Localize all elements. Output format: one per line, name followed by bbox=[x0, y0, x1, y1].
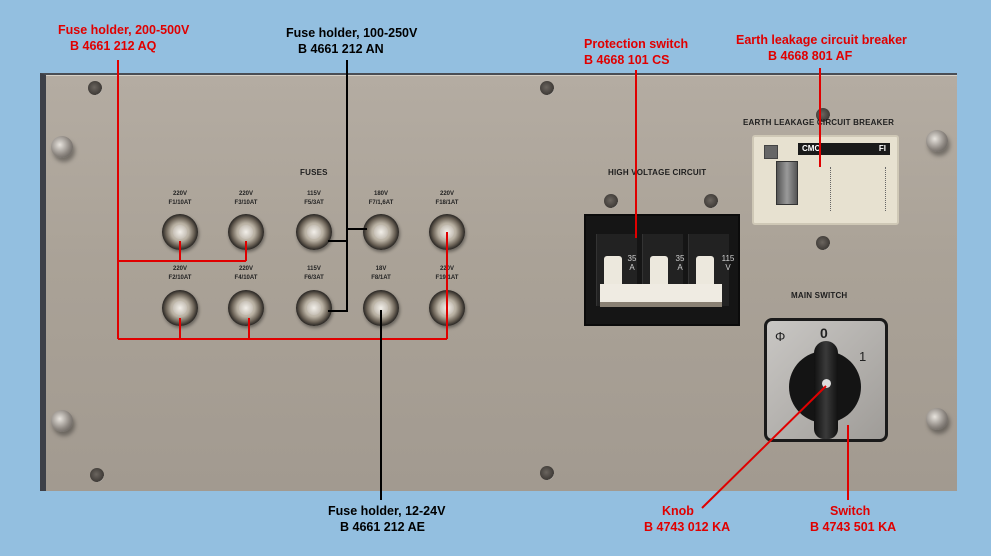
fuse-label: 220V F3/10AT bbox=[221, 190, 271, 208]
test-button[interactable] bbox=[764, 145, 778, 159]
fuse-rating: F8/1AT bbox=[371, 275, 391, 281]
callout-part: B 4668 801 AF bbox=[768, 49, 853, 63]
fuse-rating: F18/1AT bbox=[435, 200, 459, 206]
panel-screw bbox=[51, 136, 73, 158]
panel-screw bbox=[51, 410, 73, 432]
breaker-tie-bar bbox=[600, 284, 722, 307]
elcb-brand: CMC bbox=[802, 144, 821, 153]
mounting-hole bbox=[604, 194, 618, 208]
callout-part: B 4668 101 CS bbox=[584, 53, 670, 67]
mounting-hole bbox=[540, 81, 554, 95]
elcb-wiring-diagram bbox=[830, 167, 886, 211]
pole-amps: 35 bbox=[675, 254, 685, 263]
fuse-label: 115V F5/3AT bbox=[289, 190, 339, 208]
earth-leakage-heading: EARTH LEAKAGE CIRCUIT BREAKER bbox=[743, 118, 895, 127]
fuse-rating: F4/10AT bbox=[234, 275, 258, 281]
breaker-toggle[interactable] bbox=[650, 256, 668, 292]
callout-part: B 4661 212 AE bbox=[340, 520, 426, 534]
callout-title: Fuse holder, 200-500V bbox=[58, 23, 190, 37]
callout-part: B 4743 501 KA bbox=[810, 520, 897, 534]
callout-title: Earth leakage circuit breaker bbox=[736, 33, 907, 47]
callout-knob: Knob B 4743 012 KA bbox=[644, 503, 730, 535]
fuse-voltage: 115V bbox=[307, 266, 321, 272]
fuse-label: 115V F6/3AT bbox=[289, 265, 339, 283]
mounting-hole bbox=[540, 466, 554, 480]
callout-part: B 4661 212 AQ bbox=[70, 39, 157, 53]
elcb-toggle[interactable] bbox=[776, 161, 798, 205]
callout-part: B 4661 212 AN bbox=[298, 42, 384, 56]
callout-part: B 4743 012 KA bbox=[644, 520, 731, 534]
fuse-voltage: 18V bbox=[375, 266, 387, 272]
knob-screw bbox=[822, 379, 831, 388]
fuse-label: 220V F1/10AT bbox=[155, 190, 205, 208]
mounting-hole bbox=[90, 468, 104, 482]
high-voltage-heading: HIGH VOLTAGE CIRCUIT bbox=[608, 168, 707, 177]
callout-fuse-100-250: Fuse holder, 100-250V B 4661 212 AN bbox=[286, 25, 417, 57]
fuse-label: 220V F4/10AT bbox=[221, 265, 271, 283]
pole-unit: V bbox=[725, 263, 731, 272]
callout-title: Protection switch bbox=[584, 37, 689, 51]
callout-line-fuse-100-250 bbox=[328, 60, 348, 312]
callout-line-knob bbox=[701, 385, 827, 509]
fuses-heading: FUSES bbox=[300, 168, 328, 177]
fuse-rating: F7/1,6AT bbox=[368, 200, 394, 206]
fuse-holder[interactable] bbox=[296, 214, 332, 250]
fuse-holder[interactable] bbox=[363, 214, 399, 250]
panel-screw bbox=[926, 130, 948, 152]
callout-title: Fuse holder, 12-24V bbox=[328, 504, 446, 518]
fuse-voltage: 220V bbox=[238, 266, 253, 272]
main-switch-heading: MAIN SWITCH bbox=[791, 291, 848, 300]
fuse-rating: F1/10AT bbox=[168, 200, 192, 206]
callout-fuse-200-500: Fuse holder, 200-500V B 4661 212 AQ bbox=[58, 22, 189, 54]
panel-screw bbox=[926, 408, 948, 430]
breaker-toggle[interactable] bbox=[604, 256, 622, 292]
position-on: 1 bbox=[859, 349, 867, 364]
pole-amps: 115 bbox=[721, 254, 735, 263]
fuse-voltage: 180V bbox=[373, 191, 388, 197]
fuse-label: 18V F8/1AT bbox=[356, 265, 406, 283]
fuse-label: 220V F18/1AT bbox=[422, 190, 472, 208]
fuse-holder[interactable] bbox=[296, 290, 332, 326]
fuse-voltage: 220V bbox=[172, 191, 187, 197]
callout-protection-switch: Protection switch B 4668 101 CS bbox=[584, 36, 688, 68]
breaker-toggle[interactable] bbox=[696, 256, 714, 292]
callout-title: Knob bbox=[662, 504, 694, 518]
fuse-label: 220V F2/10AT bbox=[155, 265, 205, 283]
main-switch[interactable]: Φ 0 1 bbox=[764, 318, 888, 442]
callout-switch: Switch B 4743 501 KA bbox=[810, 503, 896, 535]
fuse-label: 180V F7/1,6AT bbox=[356, 190, 406, 208]
phase-symbol: Φ bbox=[775, 329, 786, 344]
earth-leakage-breaker[interactable]: CMC FI bbox=[752, 135, 899, 225]
pole-unit: A bbox=[677, 263, 683, 272]
callout-title: Fuse holder, 100-250V bbox=[286, 26, 418, 40]
fuse-voltage: 220V bbox=[172, 266, 187, 272]
fuse-rating: F3/10AT bbox=[234, 200, 258, 206]
fuse-holder[interactable] bbox=[228, 290, 264, 326]
switch-knob[interactable] bbox=[814, 341, 838, 439]
fuse-rating: F5/3AT bbox=[304, 200, 324, 206]
fuse-voltage: 115V bbox=[307, 191, 321, 197]
callout-earth-leakage: Earth leakage circuit breaker B 4668 801… bbox=[736, 32, 907, 64]
mounting-hole bbox=[816, 236, 830, 250]
fuse-rating: F2/10AT bbox=[168, 275, 192, 281]
elcb-mark: FI bbox=[878, 144, 886, 153]
pole-amps: 35 bbox=[627, 254, 637, 263]
position-off: 0 bbox=[820, 325, 828, 341]
fuse-voltage: 220V bbox=[238, 191, 253, 197]
mounting-hole bbox=[704, 194, 718, 208]
callout-fuse-12-24: Fuse holder, 12-24V B 4661 212 AE bbox=[328, 503, 445, 535]
mounting-hole bbox=[88, 81, 102, 95]
fuse-voltage: 220V bbox=[439, 191, 454, 197]
pole-unit: A bbox=[629, 263, 635, 272]
fuse-rating: F6/3AT bbox=[304, 275, 324, 281]
callout-title: Switch bbox=[830, 504, 871, 518]
